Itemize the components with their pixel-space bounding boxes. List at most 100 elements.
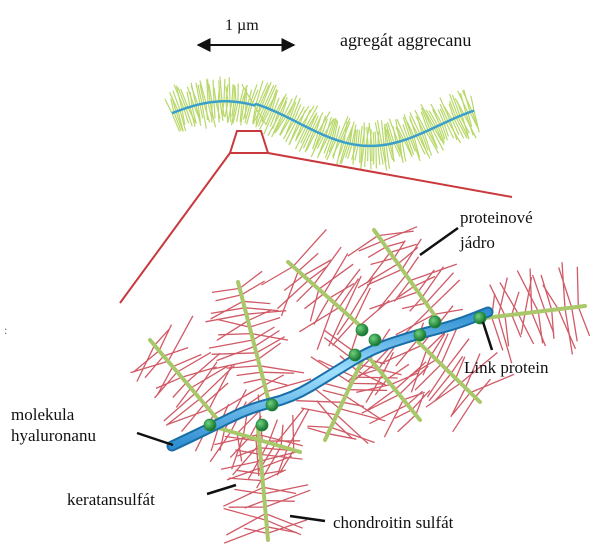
gag-chain [261,372,294,373]
gag-chain [155,372,178,398]
hyaluronan-leader-line [137,433,173,445]
gag-chain [475,379,490,397]
gag-chain [578,307,589,336]
aggregate-bristle [232,84,233,101]
gag-chain [253,327,275,340]
gag-chain [261,451,301,461]
gag-chain [241,281,264,295]
aggregate-bristle [378,146,380,165]
gag-chain [212,288,240,292]
gag-chain [395,362,426,390]
margin-mark: : [4,321,7,340]
gag-chain [166,399,200,426]
link-protein [349,349,361,361]
gag-chain [168,316,193,362]
gag-chain [281,271,298,316]
gag-chain [164,393,196,421]
gag-chain [133,351,159,373]
core-protein [288,262,365,330]
gag-chain [345,276,362,312]
aggregate-bristle [219,80,220,101]
gag-chain [234,489,264,494]
link-protein [204,419,216,431]
scale-label: 1 µm [225,16,259,35]
gag-chain [426,383,461,407]
link-protein [414,329,426,341]
core-protein-label-line1: proteinové [460,208,533,227]
gag-chain [348,236,378,257]
gag-chain [410,264,457,281]
core-protein [366,354,420,420]
aggregate-bristle [375,132,376,146]
link-protein-label: Link protein [464,358,549,377]
gag-chain [211,308,245,314]
gag-chain [451,388,466,417]
aggregate-bristle [206,103,208,120]
zoom-line-left [120,153,230,303]
gag-chain [323,390,346,396]
gag-chain [224,509,267,521]
aggregate-label: agregát aggrecanu [340,31,471,50]
aggregate-bristle [260,85,269,105]
keratan-sulfate-label: keratansulfát [67,490,155,509]
gag-chain [337,415,369,444]
gag-chain [314,298,329,324]
gag-chain [324,253,348,293]
aggregate-bristle [360,126,362,145]
gag-chain [512,315,521,337]
gag-chain [212,353,257,354]
aggregate-bristle [224,79,225,102]
gag-chain [367,253,390,283]
gag-chain [243,301,270,303]
gag-chain [470,374,514,392]
gag-chain [244,528,267,533]
gag-chain [362,395,399,414]
gag-chain [577,267,578,307]
aggregate-bristle [229,77,230,101]
gag-chain [296,401,342,403]
aggregate-bristle [367,127,368,146]
aggregate-bristle [356,129,357,145]
gag-chain [248,310,272,321]
aggregate-bristle [403,125,408,139]
gag-chain [384,400,403,437]
gag-chain [314,247,342,285]
aggregate-bristle [348,144,352,158]
gag-chain [565,308,572,354]
gag-chain [538,312,542,344]
gag-chain [217,321,248,341]
gag-chain [308,428,328,434]
link-protein [266,399,278,411]
gag-chain [216,295,242,301]
aggregate-bristle [373,132,374,146]
aggregate-bristle [365,146,366,167]
link-protein [256,419,268,431]
gag-chain [156,377,182,388]
gag-chain [155,329,170,345]
link-protein-leader-line [483,322,492,350]
gag-chain [356,385,391,393]
gag-chain [209,340,253,348]
gag-chain [250,318,280,328]
core-leader-line [420,228,458,255]
aggregate-bristle [288,95,297,117]
gag-chain [337,316,350,335]
core-protein [150,340,218,420]
gag-chain [297,285,314,302]
gag-chain [530,269,532,313]
core-protein [374,230,438,320]
gag-chain [358,264,398,288]
gag-chain [521,313,525,334]
hyaluronan-label-line1: molekula [11,405,74,424]
gag-chain [293,415,294,450]
gag-chain [399,366,428,395]
aggregate-bristle [214,102,215,118]
aggregate-bristle [358,130,360,145]
gag-chain [367,390,396,411]
aggregate-bristle [458,91,468,113]
gag-chain [218,334,251,335]
zoom-line-right [268,153,512,197]
gag-chain [552,310,554,339]
gag-chain [453,397,475,432]
